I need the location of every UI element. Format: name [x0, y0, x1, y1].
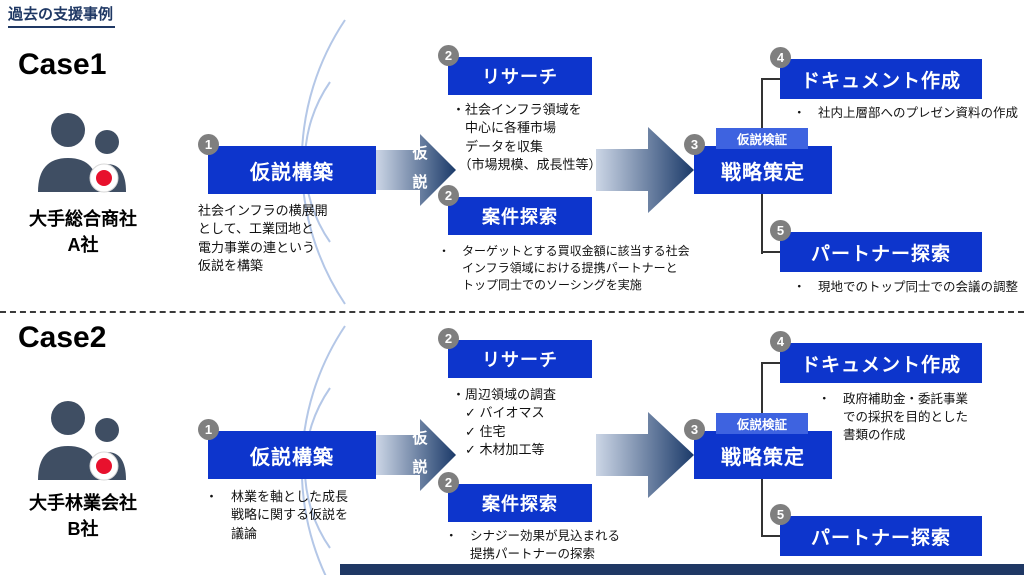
step-desc: ・社会インフラ領域を 中心に各種市場 データを収集 （市場規模、成長性等） [452, 102, 602, 173]
flow-arrow [596, 412, 694, 498]
step-desc: 社会インフラの横展開 として、工業団地と 電力事業の連という 仮説を構築 [198, 203, 328, 274]
hypothesis-arrow: 仮 説 [376, 134, 456, 206]
step-desc: ・ 社内上層部へのプレゼン資料の作成 [793, 106, 1019, 120]
hypothesis-arrow: 仮 説 [376, 419, 456, 491]
step-box-partner: パートナー探索 [780, 232, 982, 272]
case-divider [0, 311, 1024, 313]
step-number: 1 [198, 134, 219, 155]
step-number: 1 [198, 419, 219, 440]
people-icon [38, 401, 126, 481]
step-number: 2 [438, 185, 459, 206]
step-box-document: ドキュメント作成 [780, 59, 982, 99]
footer-bar [340, 564, 1024, 575]
company-name: 大手総合商社 A社 [29, 209, 137, 256]
hypothesis-arrow-label: 仮 説 [412, 430, 428, 476]
step-desc: ・ 政府補助金・委託事業 での採択を目的とした 書類の作成 [818, 392, 969, 442]
step-box-deal-search: 案件探索 [448, 197, 592, 235]
step-desc: ・ 現地でのトップ同士での会議の調整 [793, 280, 1019, 294]
connector-line [761, 362, 780, 364]
step-number: 5 [770, 220, 791, 241]
step-number: 3 [684, 419, 705, 440]
step-desc: ・周辺領域の調査 ✓ バイオマス ✓ 住宅 ✓ 木材加工等 [452, 387, 557, 458]
step-box-research: リサーチ [448, 340, 592, 378]
step-number: 2 [438, 328, 459, 349]
step-box-document: ドキュメント作成 [780, 343, 982, 383]
step-box-hypothesis-building: 仮説構築 [208, 146, 376, 194]
step-box-strategy: 戦略策定 [694, 431, 832, 479]
hypothesis-arrow-label: 仮 説 [412, 145, 428, 191]
step-box-deal-search: 案件探索 [448, 484, 592, 522]
step-number: 5 [770, 504, 791, 525]
step-desc: ・ シナジー効果が見込まれる 提携パートナーの探索 [445, 529, 621, 561]
connector-line [761, 535, 780, 537]
step-box-hypothesis-building: 仮説構築 [208, 431, 376, 479]
connector-line [761, 251, 780, 253]
step-box-research: リサーチ [448, 57, 592, 95]
connector-line [761, 78, 780, 80]
case2-label: Case2 [18, 321, 107, 354]
step-number: 2 [438, 45, 459, 66]
step-desc: ・ 林業を軸とした成長 戦略に関する仮説を 議論 [205, 489, 349, 541]
case1-label: Case1 [18, 48, 107, 81]
verification-badge: 仮説検証 [716, 128, 808, 149]
step-number: 4 [770, 47, 791, 68]
step-number: 4 [770, 331, 791, 352]
page-title: 過去の支援事例 [8, 3, 116, 28]
step-box-strategy: 戦略策定 [694, 146, 832, 194]
step-box-partner: パートナー探索 [780, 516, 982, 556]
people-icon [38, 113, 126, 193]
flow-arrow [596, 127, 694, 213]
verification-badge: 仮説検証 [716, 413, 808, 434]
step-number: 2 [438, 472, 459, 493]
company-name: 大手林業会社 B社 [29, 493, 137, 540]
step-number: 3 [684, 134, 705, 155]
step-desc: ・ ターゲットとする買収金額に該当する社会 インフラ領域における提携パートナーと… [438, 244, 690, 293]
